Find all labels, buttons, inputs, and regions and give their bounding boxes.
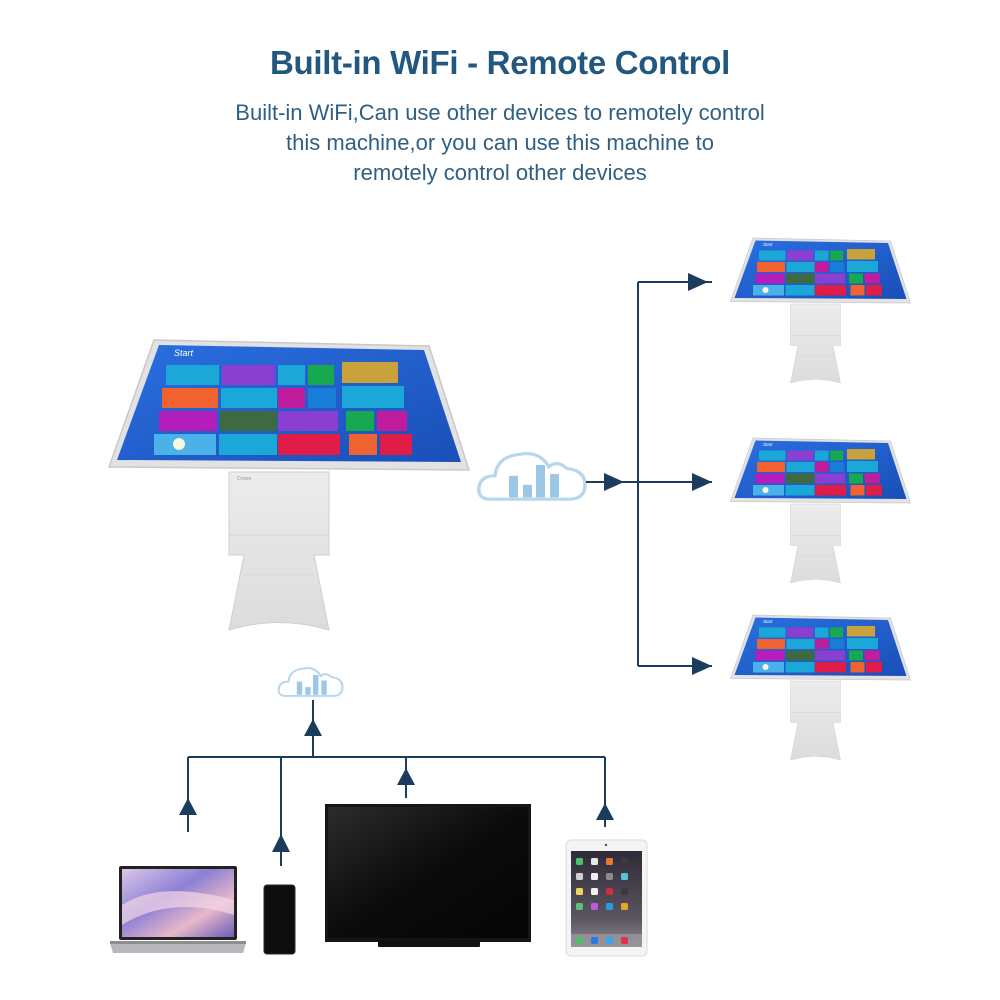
page-title: Built-in WiFi - Remote Control bbox=[270, 44, 730, 81]
description: Built-in WiFi,Can use other devices to r… bbox=[0, 98, 1000, 188]
laptop-icon bbox=[110, 866, 246, 953]
description-line-1: Built-in WiFi,Can use other devices to r… bbox=[235, 100, 765, 125]
description-line-2: this machine,or you can use this machine… bbox=[285, 130, 714, 155]
output-connectors bbox=[586, 273, 712, 675]
main-kiosk bbox=[108, 339, 470, 631]
smartphone-icon bbox=[263, 884, 296, 955]
input-cloud-icon bbox=[277, 666, 344, 697]
cloud-hub-icon bbox=[477, 451, 587, 501]
input-connectors bbox=[179, 700, 614, 866]
tv-icon bbox=[325, 804, 531, 947]
kiosk-brand: Cintee bbox=[237, 476, 252, 482]
tablet-icon bbox=[565, 839, 648, 957]
remote-kiosk-3 bbox=[730, 614, 911, 761]
remote-kiosk-1 bbox=[730, 237, 911, 384]
description-line-3: remotely control other devices bbox=[353, 160, 647, 185]
remote-kiosk-2 bbox=[730, 437, 911, 584]
